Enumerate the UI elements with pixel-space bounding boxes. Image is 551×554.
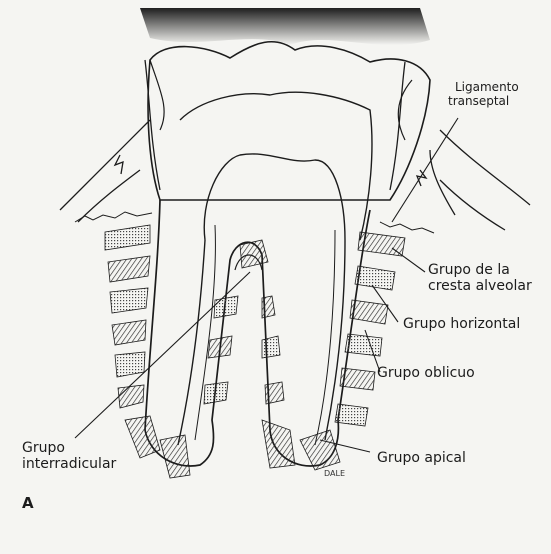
root-outer (145, 200, 370, 466)
label-cresta-line2: cresta alveolar (428, 278, 532, 294)
label-apical: Grupo apical (377, 450, 466, 466)
label-ligamento-line2: transeptal (448, 94, 509, 108)
label-horizontal: Grupo horizontal (403, 316, 520, 332)
leader-cresta (392, 248, 425, 272)
figure-letter: A (22, 494, 34, 512)
label-oblicuo: Grupo oblicuo (377, 365, 475, 381)
label-interradicular-line2: interradicular (22, 456, 116, 472)
dentin-outline (180, 92, 372, 240)
crown (148, 42, 430, 200)
fiber-bundles-interradicular (204, 240, 295, 468)
label-cresta-line1: Grupo de la (428, 262, 510, 278)
label-interradicular-line1: Grupo (22, 440, 65, 456)
fiber-bundles-left (105, 225, 190, 478)
gingiva-shadow (140, 8, 430, 45)
artist-signature: DALE (324, 469, 345, 478)
fiber-bundles-right (300, 232, 405, 470)
label-ligamento-line1: Ligamento (455, 80, 519, 94)
